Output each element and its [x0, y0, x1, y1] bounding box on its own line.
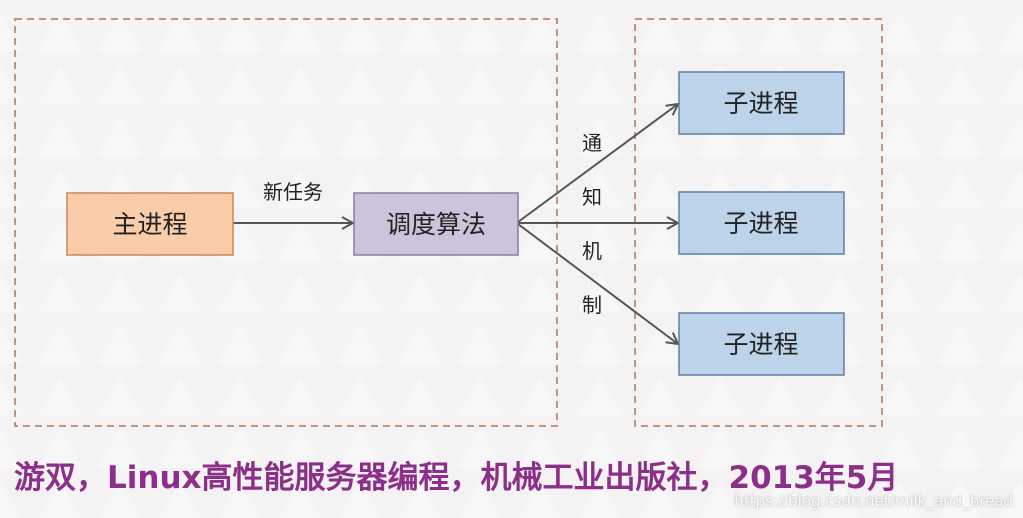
edge-scheduler-to-child-1	[517, 104, 678, 223]
edge-label-notify-char-4: 制	[582, 293, 602, 317]
watermark: https://blog.csdn.net/milk_and_bread	[734, 492, 1013, 510]
node-child-process-3: 子进程	[678, 312, 845, 376]
node-main-process-label: 主进程	[112, 210, 187, 239]
source-caption: 游双，Linux高性能服务器编程，机械工业出版社，2013年5月	[14, 460, 899, 496]
node-child-process-2: 子进程	[678, 191, 845, 255]
node-scheduler: 调度算法	[353, 192, 519, 256]
node-scheduler-label: 调度算法	[386, 210, 486, 239]
edge-label-notify-char-1: 通	[582, 131, 602, 155]
node-child-process-1-label: 子进程	[723, 89, 798, 118]
node-child-process-1: 子进程	[678, 71, 845, 135]
edge-scheduler-to-child-3	[517, 223, 678, 344]
edge-label-new-task: 新任务	[263, 180, 323, 204]
node-main-process: 主进程	[66, 192, 234, 256]
node-child-process-2-label: 子进程	[723, 209, 798, 238]
node-child-process-3-label: 子进程	[723, 330, 798, 359]
edge-label-notify-char-2: 知	[582, 185, 602, 209]
edge-label-notify-char-3: 机	[582, 239, 602, 263]
